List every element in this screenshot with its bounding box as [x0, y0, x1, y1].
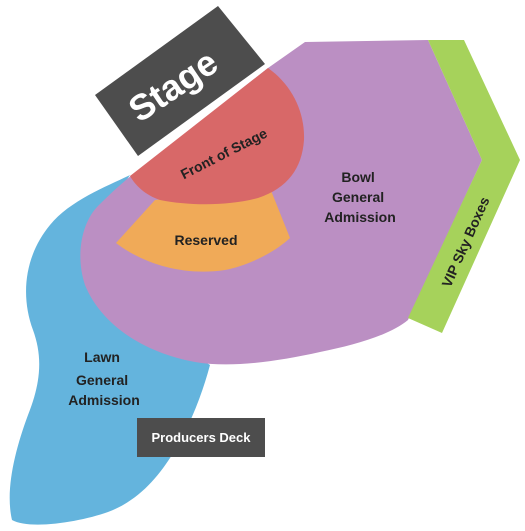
- vip-sky-boxes-area[interactable]: [408, 40, 520, 333]
- producers-deck-box[interactable]: [137, 418, 265, 457]
- reserved-area[interactable]: [116, 188, 290, 272]
- section-producers-deck[interactable]: Producers Deck: [137, 418, 265, 457]
- bowl-area[interactable]: [80, 40, 483, 365]
- stage-block: [95, 6, 265, 156]
- front-of-stage-area[interactable]: [130, 68, 305, 205]
